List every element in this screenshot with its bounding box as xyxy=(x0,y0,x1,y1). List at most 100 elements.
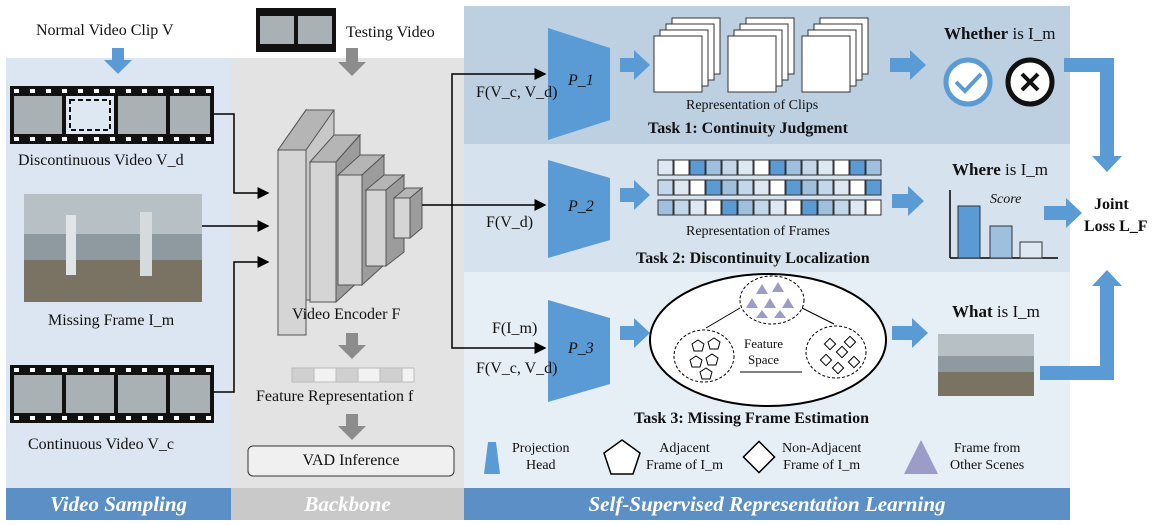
missing-frame-image xyxy=(24,194,202,302)
legend-nonadjacent-line1: Non-Adjacent xyxy=(782,441,862,456)
frame-cell xyxy=(833,179,850,196)
frame-cell xyxy=(865,179,882,196)
frame-cell xyxy=(865,159,882,176)
frame-cell xyxy=(689,159,706,176)
frame-cell xyxy=(673,199,690,216)
frame-cell xyxy=(753,179,770,196)
frame-cell xyxy=(785,159,802,176)
frame-cell xyxy=(769,199,786,216)
frame-cell xyxy=(801,199,818,216)
arrow-task1-out xyxy=(890,50,926,80)
frame-cell xyxy=(737,179,754,196)
legend-nonadjacent-line2: Frame of I_m xyxy=(783,458,861,473)
legend-other: Frame from Other Scenes xyxy=(950,440,1024,474)
joint-loss-label-1: Joint xyxy=(1094,196,1129,213)
legend-adjacent-line1: Adjacent xyxy=(659,441,710,456)
video-sampling-footer: Video Sampling xyxy=(6,488,231,520)
down-arrow-encoder xyxy=(338,333,366,359)
task1-proj: P_1 xyxy=(568,72,594,89)
backbone-footer: Backbone xyxy=(231,488,464,520)
legend-adjacent-icon xyxy=(603,439,641,475)
frame-cell xyxy=(817,199,834,216)
testing-video-filmstrip xyxy=(256,8,336,52)
encoder-label: Video Encoder F xyxy=(292,306,401,323)
frame-cell xyxy=(801,159,818,176)
feature-space-graphic xyxy=(649,273,887,407)
frame-cell xyxy=(737,159,754,176)
arrow-p3 xyxy=(620,318,650,348)
task1-question: Whether is I_m xyxy=(944,24,1055,44)
task1-title: Task 1: Continuity Judgment xyxy=(648,120,848,137)
down-arrow-feature xyxy=(338,414,366,440)
score-chart xyxy=(949,190,1058,259)
projection-head-3 xyxy=(548,300,610,402)
feature-space-label-2: Space xyxy=(748,352,780,367)
down-arrow-sampling xyxy=(104,48,132,74)
frame-cell xyxy=(849,199,866,216)
legend-other-scene-icon xyxy=(904,440,938,474)
frame-cell xyxy=(849,159,866,176)
joint-loss-arrows xyxy=(1040,58,1122,380)
continuous-label: Continuous Video V_c xyxy=(28,436,175,453)
normal-clip-label: Normal Video Clip V xyxy=(36,22,174,39)
frame-cell xyxy=(657,199,674,216)
frame-cell xyxy=(753,159,770,176)
clip-stacks xyxy=(653,17,869,93)
frame-cell xyxy=(705,159,722,176)
legend-other-line1: Frame from xyxy=(953,441,1021,456)
frame-cell xyxy=(689,199,706,216)
legend-projection-line2: Head xyxy=(526,458,556,473)
sampling-to-encoder-connectors xyxy=(202,113,270,393)
vad-label: VAD Inference xyxy=(302,452,400,469)
task2-question-bold: Where xyxy=(952,160,1001,179)
task3-input2: F(V_c, V_d) xyxy=(476,360,558,377)
frame-cell xyxy=(769,159,786,176)
projection-head-2 xyxy=(548,160,610,258)
task1-rep: Representation of Clips xyxy=(686,98,819,113)
feature-rep-label: Feature Representation f xyxy=(256,388,414,405)
arrow-task2-out xyxy=(892,186,924,216)
frame-cell xyxy=(849,179,866,196)
estimated-frame-image xyxy=(938,334,1034,396)
testing-video-label: Testing Video xyxy=(346,24,435,41)
legend-projection-line1: Projection xyxy=(512,441,570,456)
task3-proj: P_3 xyxy=(568,340,594,357)
frame-cell xyxy=(657,159,674,176)
feature-space-label-1: Feature xyxy=(744,336,783,351)
continuous-filmstrip xyxy=(10,365,214,423)
legend-nonadjacent: Non-Adjacent Frame of I_m xyxy=(782,440,861,474)
frame-cell xyxy=(833,159,850,176)
frame-cell xyxy=(865,199,882,216)
task3-question: What is I_m xyxy=(952,302,1040,322)
frame-cell xyxy=(657,179,674,196)
frame-cell xyxy=(817,159,834,176)
frame-cell xyxy=(721,159,738,176)
task2-proj: P_2 xyxy=(568,198,594,215)
frame-cell xyxy=(705,179,722,196)
task1-input: F(V_c, V_d) xyxy=(476,84,558,101)
task3-question-bold: What xyxy=(952,302,993,321)
frame-cell xyxy=(721,199,738,216)
frame-cell xyxy=(785,199,802,216)
discontinuous-label: Discontinuous Video V_d xyxy=(18,152,184,169)
task3-input1: F(I_m) xyxy=(492,320,538,337)
missing-frame-label: Missing Frame I_m xyxy=(48,312,175,329)
legend-projection-icon xyxy=(484,442,500,474)
down-arrow-testing xyxy=(338,48,366,76)
video-encoder-graphic xyxy=(277,108,424,337)
frame-cell xyxy=(705,199,722,216)
legend-projection: Projection Head xyxy=(512,440,570,474)
arrow-p1 xyxy=(620,50,650,80)
frame-cell xyxy=(801,179,818,196)
task3-question-rest: is I_m xyxy=(992,302,1040,321)
joint-loss-label-2: Loss L_F xyxy=(1084,218,1148,235)
task2-input: F(V_d) xyxy=(486,214,534,231)
task1-question-rest: is I_m xyxy=(1008,24,1056,43)
frame-cell xyxy=(737,199,754,216)
projection-head-1 xyxy=(548,28,610,140)
task2-question-rest: is I_m xyxy=(1000,160,1049,179)
frame-cell xyxy=(833,199,850,216)
frame-cell xyxy=(753,199,770,216)
task1-question-bold: Whether xyxy=(944,24,1009,43)
arrow-p2 xyxy=(620,180,650,210)
